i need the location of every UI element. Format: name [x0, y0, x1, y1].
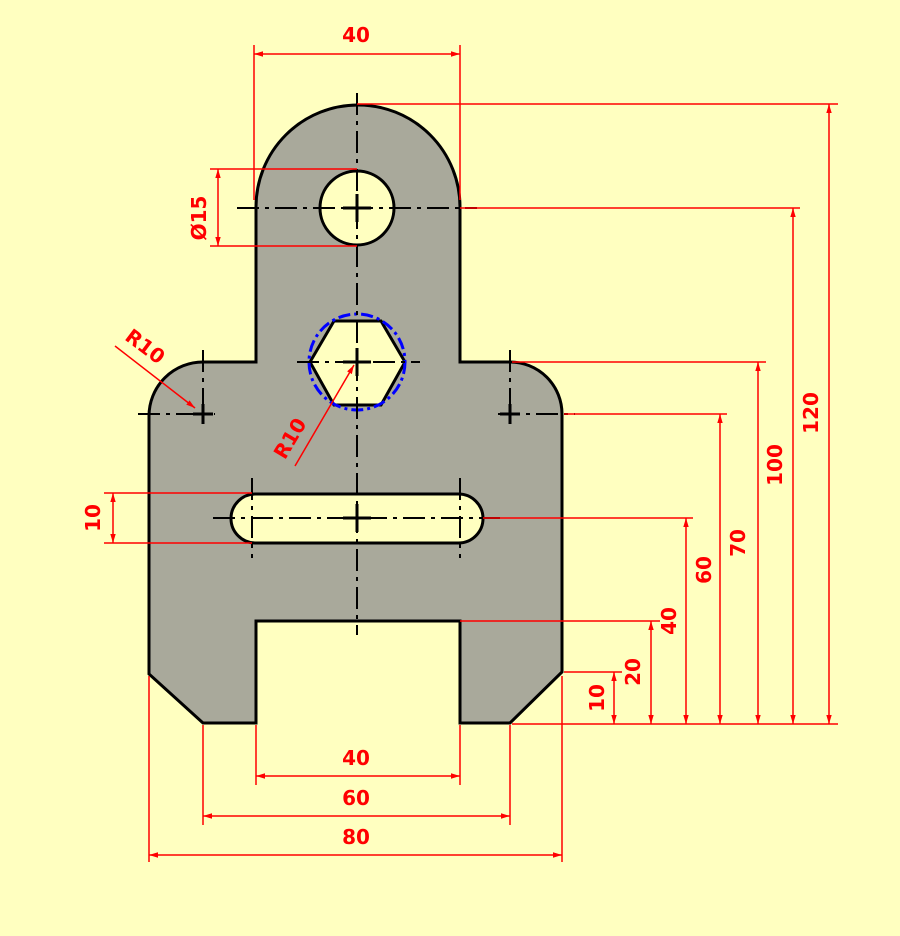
- center-marks: [193, 194, 520, 532]
- dim-slot-bottom-label: 40: [342, 746, 370, 770]
- dim-overall-width-label: 80: [342, 825, 370, 849]
- dim-height-40-label: 40: [657, 607, 681, 635]
- dim-height-70-label: 70: [726, 529, 750, 557]
- dim-height-60-label: 60: [692, 556, 716, 584]
- dim-hole-diameter-label: Ø15: [187, 196, 211, 241]
- dim-height-120-label: 120: [799, 392, 823, 434]
- dim-top-width-label: 40: [342, 23, 370, 47]
- dim-height-100-label: 100: [763, 444, 787, 486]
- dim-slot-width-label: 10: [81, 504, 105, 532]
- dim-hex-radius-leader: [294, 364, 355, 467]
- dim-corner-radius-leader: [114, 345, 196, 409]
- dim-foot-width-label: 60: [342, 786, 370, 810]
- dim-height-10-label: 10: [585, 684, 609, 712]
- part-outline: [147, 103, 564, 725]
- dim-height-20-label: 20: [621, 658, 645, 686]
